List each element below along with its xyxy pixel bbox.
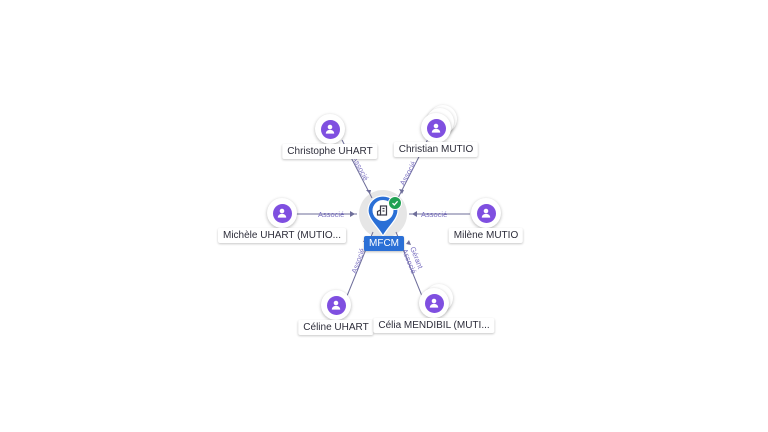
person-icon [426, 118, 446, 138]
person-name: Céline UHART [298, 320, 374, 335]
edge-arrow [350, 211, 355, 217]
edge-label: Associé [318, 210, 344, 219]
person-node-circle[interactable] [421, 113, 451, 143]
edge-label: Associé [421, 210, 447, 219]
edge-arrow [399, 189, 404, 194]
person-icon [272, 203, 292, 223]
edge-label: Associé [398, 160, 418, 187]
person-node-circle[interactable] [471, 198, 501, 228]
person-name: Christian MUTIO [393, 142, 479, 157]
edge-arrow [406, 240, 411, 245]
person-name: Célia MENDIBIL (MUTI... [373, 318, 495, 333]
person-icon [424, 293, 444, 313]
person-name: Michèle UHART (MUTIO... [218, 228, 346, 243]
person-node-circle[interactable] [321, 290, 351, 320]
person-icon [320, 119, 340, 139]
person-node-circle[interactable] [419, 288, 449, 318]
person-node-circle[interactable] [267, 198, 297, 228]
person-node-circle[interactable] [315, 114, 345, 144]
person-name: Milène MUTIO [448, 228, 524, 243]
edge-arrow [366, 190, 371, 194]
edge-arrow [412, 211, 417, 217]
person-icon [476, 203, 496, 223]
company-icon [376, 205, 388, 216]
edge-label: Associé [349, 247, 366, 275]
person-icon [326, 295, 346, 315]
verified-check-icon [388, 196, 402, 210]
person-name: Christophe UHART [282, 144, 378, 159]
company-name[interactable]: MFCM [364, 236, 404, 251]
